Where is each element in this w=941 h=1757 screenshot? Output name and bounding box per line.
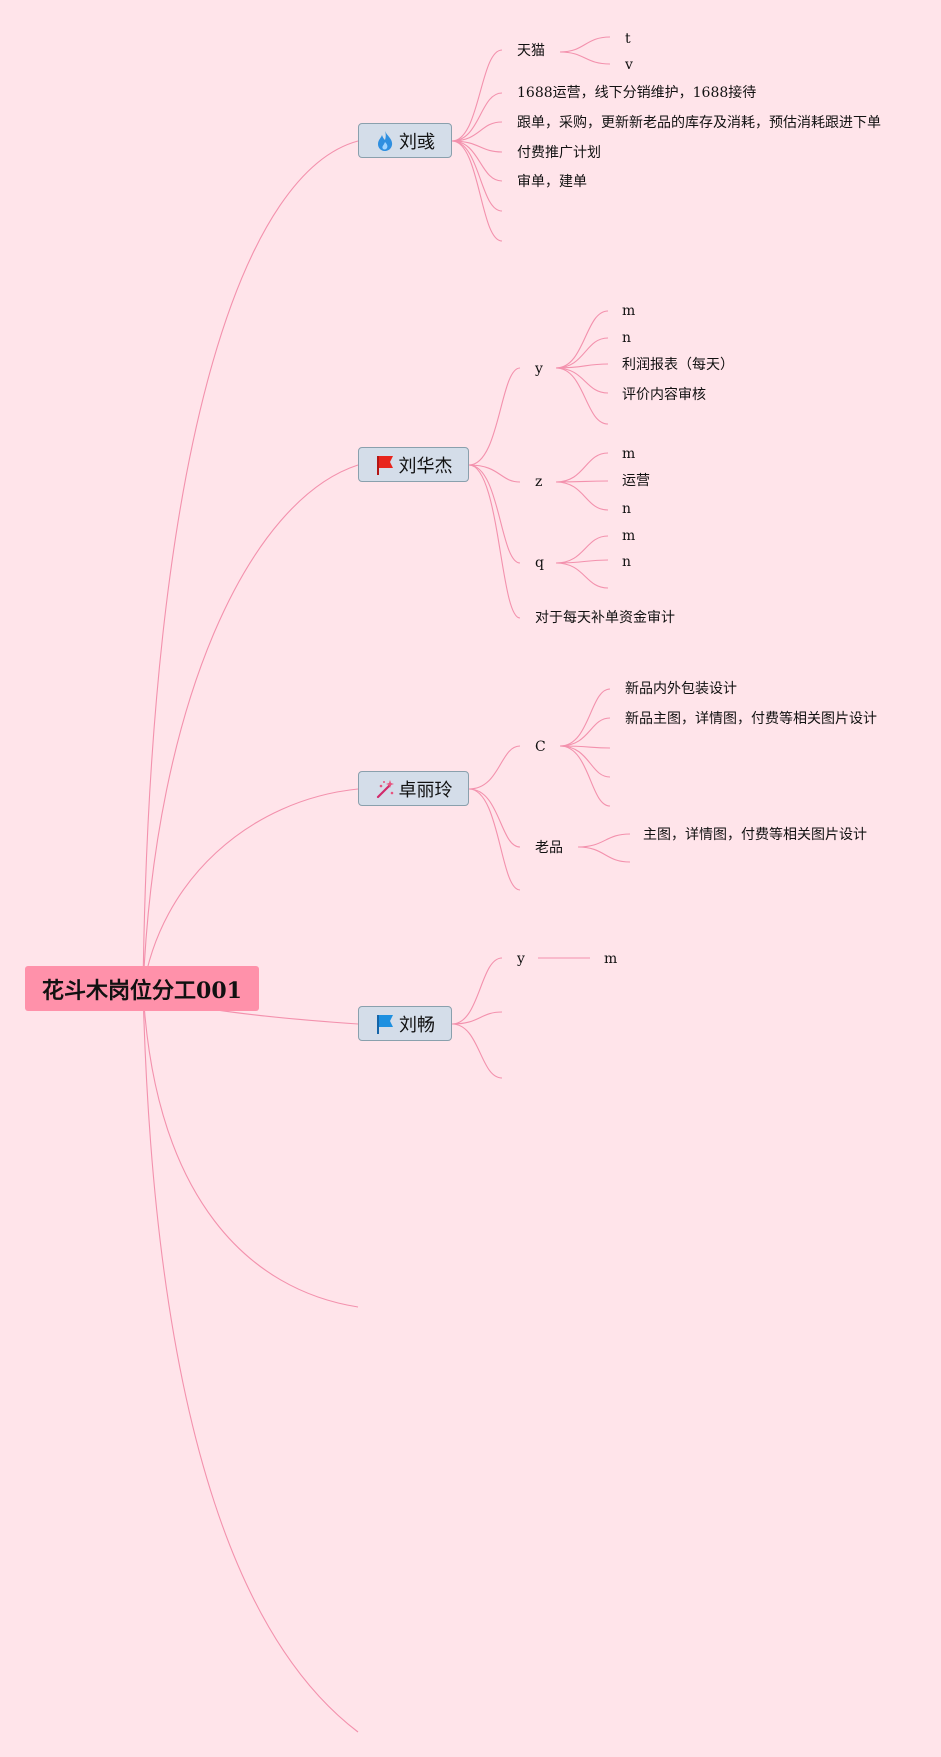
branch-label: 刘华杰 — [398, 455, 453, 477]
leaf-topic[interactable]: t — [625, 31, 631, 47]
branch-topic-liu-huajie[interactable]: 刘华杰 — [358, 447, 469, 482]
subtopic-q[interactable]: q — [535, 555, 544, 571]
branch-label: 卓丽玲 — [398, 779, 453, 801]
blue-flag-icon — [375, 1013, 395, 1035]
leaf-topic[interactable]: 利润报表（每天） — [622, 357, 734, 373]
subtopic[interactable]: 跟单，采购，更新新老品的库存及消耗，预估消耗跟进下单 — [517, 115, 881, 131]
leaf-topic[interactable]: v — [625, 57, 633, 73]
red-flag-icon — [375, 454, 395, 476]
leaf-topic[interactable]: 运营 — [622, 473, 650, 489]
subtopic-tmall[interactable]: 天猫 — [517, 43, 545, 59]
leaf-topic[interactable]: m — [622, 528, 636, 544]
connector-lines — [142, 36, 631, 1733]
branch-label: 刘彧 — [399, 131, 435, 153]
leaf-topic[interactable]: n — [622, 501, 632, 517]
subtopic[interactable]: 对于每天补单资金审计 — [535, 610, 675, 626]
root-topic[interactable]: 花斗木岗位分工001 — [25, 966, 259, 1011]
leaf-topic[interactable]: 新品主图，详情图，付费等相关图片设计 — [625, 711, 877, 727]
subtopic-y[interactable]: y — [535, 361, 543, 377]
subtopic-z[interactable]: z — [535, 474, 543, 490]
branch-topic-liu-chang[interactable]: 刘畅 — [358, 1006, 452, 1041]
leaf-topic[interactable]: m — [622, 303, 636, 319]
subtopic-c[interactable]: C — [535, 739, 546, 755]
leaf-topic[interactable]: 评价内容审核 — [622, 387, 706, 403]
fire-icon — [375, 130, 395, 152]
subtopic-y[interactable]: y — [517, 951, 525, 967]
leaf-topic[interactable]: 主图，详情图，付费等相关图片设计 — [643, 827, 867, 843]
leaf-topic[interactable]: 新品内外包装设计 — [625, 681, 737, 697]
branch-topic-zhuo-liling[interactable]: 卓丽玲 — [358, 771, 469, 806]
branch-topic-liu-yu[interactable]: 刘彧 — [358, 123, 452, 158]
subtopic-old-products[interactable]: 老品 — [535, 840, 563, 856]
magic-wand-icon — [375, 778, 395, 800]
subtopic[interactable]: 1688运营，线下分销维护，1688接待 — [517, 85, 757, 101]
branch-label: 刘畅 — [399, 1014, 435, 1036]
leaf-topic[interactable]: m — [604, 951, 618, 967]
subtopic[interactable]: 付费推广计划 — [517, 145, 601, 161]
subtopic[interactable]: 审单，建单 — [517, 174, 587, 190]
leaf-topic[interactable]: m — [622, 446, 636, 462]
leaf-topic[interactable]: n — [622, 330, 632, 346]
leaf-topic[interactable]: n — [622, 554, 632, 570]
